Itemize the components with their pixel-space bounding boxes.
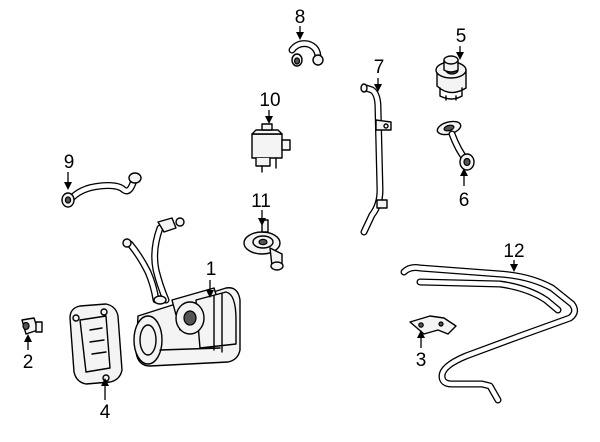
- part-12-rod[interactable]: [400, 264, 579, 404]
- leaders: [24, 26, 518, 400]
- callout-3[interactable]: 3: [416, 350, 427, 371]
- part-11-sensor[interactable]: [243, 219, 284, 271]
- callout-1[interactable]: 1: [206, 259, 217, 280]
- part-3-bracket[interactable]: [409, 315, 457, 335]
- callout-7[interactable]: 7: [374, 57, 385, 78]
- callout-10[interactable]: 10: [259, 90, 280, 111]
- callout-4[interactable]: 4: [100, 402, 111, 423]
- part-7-pipe[interactable]: [360, 83, 392, 236]
- part-9-hose[interactable]: [61, 172, 142, 208]
- part-10-solenoid[interactable]: [251, 123, 291, 173]
- part-2-fitting[interactable]: [21, 317, 43, 335]
- part-8-hose[interactable]: [288, 40, 324, 67]
- callout-2[interactable]: 2: [23, 352, 34, 373]
- callout-numbers: 1 2 3 4 5 6 7 8 9 10 11 12: [23, 7, 525, 423]
- callout-9[interactable]: 9: [64, 152, 75, 173]
- callout-5[interactable]: 5: [456, 26, 467, 47]
- callout-8[interactable]: 8: [295, 7, 306, 28]
- part-1-air-pump[interactable]: [122, 217, 241, 367]
- part-5-valve[interactable]: [435, 55, 467, 101]
- callout-12[interactable]: 12: [503, 241, 524, 262]
- part-4-cover[interactable]: [69, 303, 123, 385]
- callout-6[interactable]: 6: [459, 190, 470, 211]
- callout-11[interactable]: 11: [251, 191, 271, 212]
- part-6-pipe[interactable]: [436, 119, 475, 171]
